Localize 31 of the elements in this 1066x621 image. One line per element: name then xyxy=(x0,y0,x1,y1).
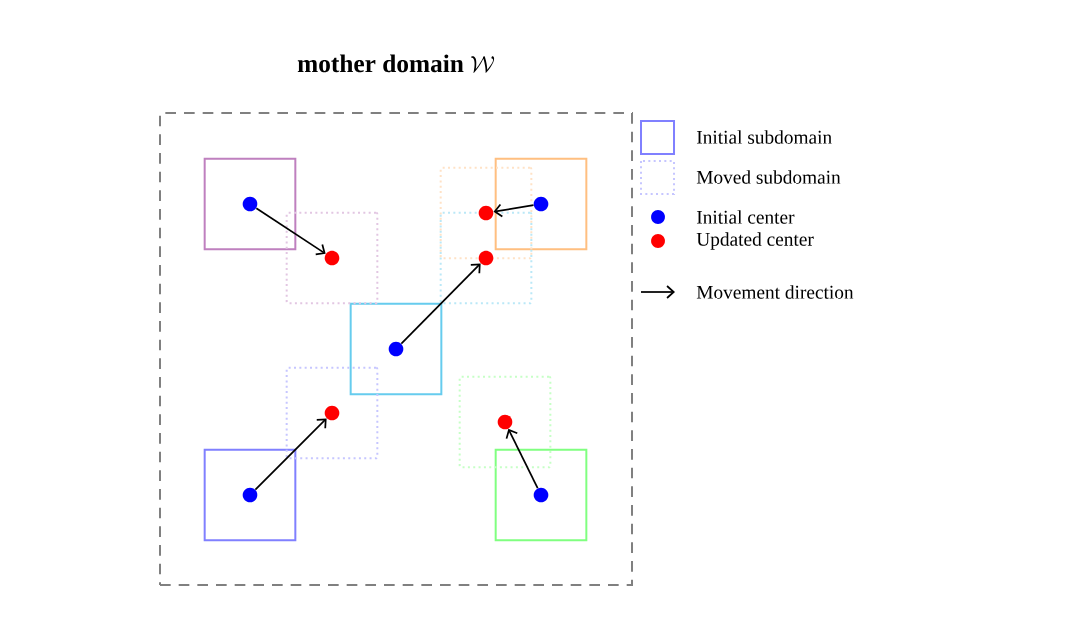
center-dot xyxy=(324,405,340,421)
legend-label: Movement direction xyxy=(696,285,854,299)
center-dot xyxy=(242,196,258,212)
title: mother domain $\mathcal{W}$ xyxy=(297,54,495,74)
moved-subdomain-box xyxy=(439,166,533,260)
center-dot xyxy=(533,487,549,503)
subdomain-box xyxy=(494,157,588,251)
subdomain-box xyxy=(203,448,297,542)
subdomain-box xyxy=(494,448,588,542)
center-dot xyxy=(242,487,258,503)
arrow xyxy=(493,203,535,218)
arrow xyxy=(255,207,326,256)
center-dot xyxy=(478,205,494,221)
moved-subdomain-box xyxy=(439,211,533,305)
center-dot xyxy=(533,196,549,212)
center-dot xyxy=(388,341,404,357)
moved-subdomain-box xyxy=(458,375,552,469)
subdomain-box xyxy=(349,302,443,396)
legend-label: Initial center xyxy=(696,210,795,224)
moved-subdomain-box xyxy=(285,366,379,460)
arrow xyxy=(505,428,539,490)
arrow xyxy=(400,263,481,345)
center-dot xyxy=(497,414,513,430)
legend-label: Initial subdomain xyxy=(696,130,832,144)
legend-label: Moved subdomain xyxy=(696,170,841,184)
center-dot xyxy=(324,250,340,266)
moved-subdomain-box xyxy=(285,211,379,305)
legend-label: Updated center xyxy=(696,232,814,250)
arrow xyxy=(254,418,327,491)
subdomain-box xyxy=(203,157,297,251)
center-dot xyxy=(478,250,494,266)
